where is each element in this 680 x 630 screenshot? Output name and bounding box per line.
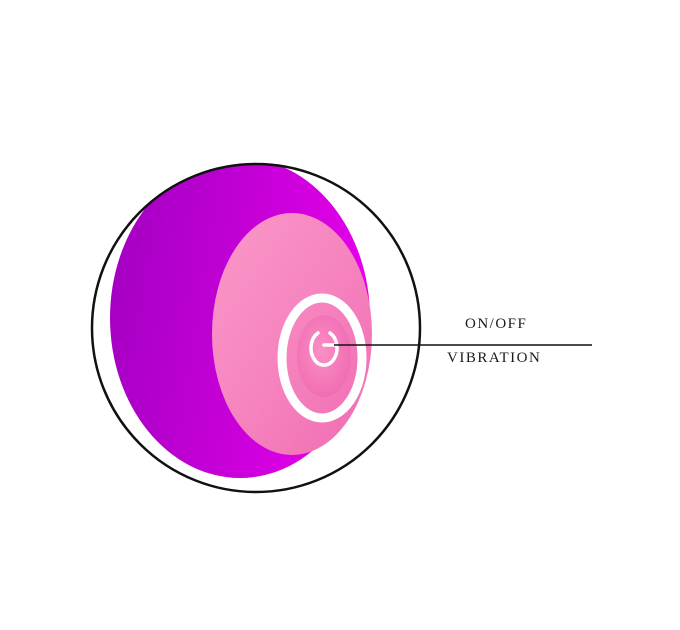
callout-label-vibration: VIBRATION <box>447 350 542 366</box>
zoom-lens-outline <box>90 162 422 494</box>
power-button[interactable] <box>297 315 351 397</box>
device-face <box>212 213 372 455</box>
callout-label-on-off: ON/OFF <box>465 316 528 332</box>
magnified-product <box>92 164 420 492</box>
button-ring <box>277 293 367 423</box>
